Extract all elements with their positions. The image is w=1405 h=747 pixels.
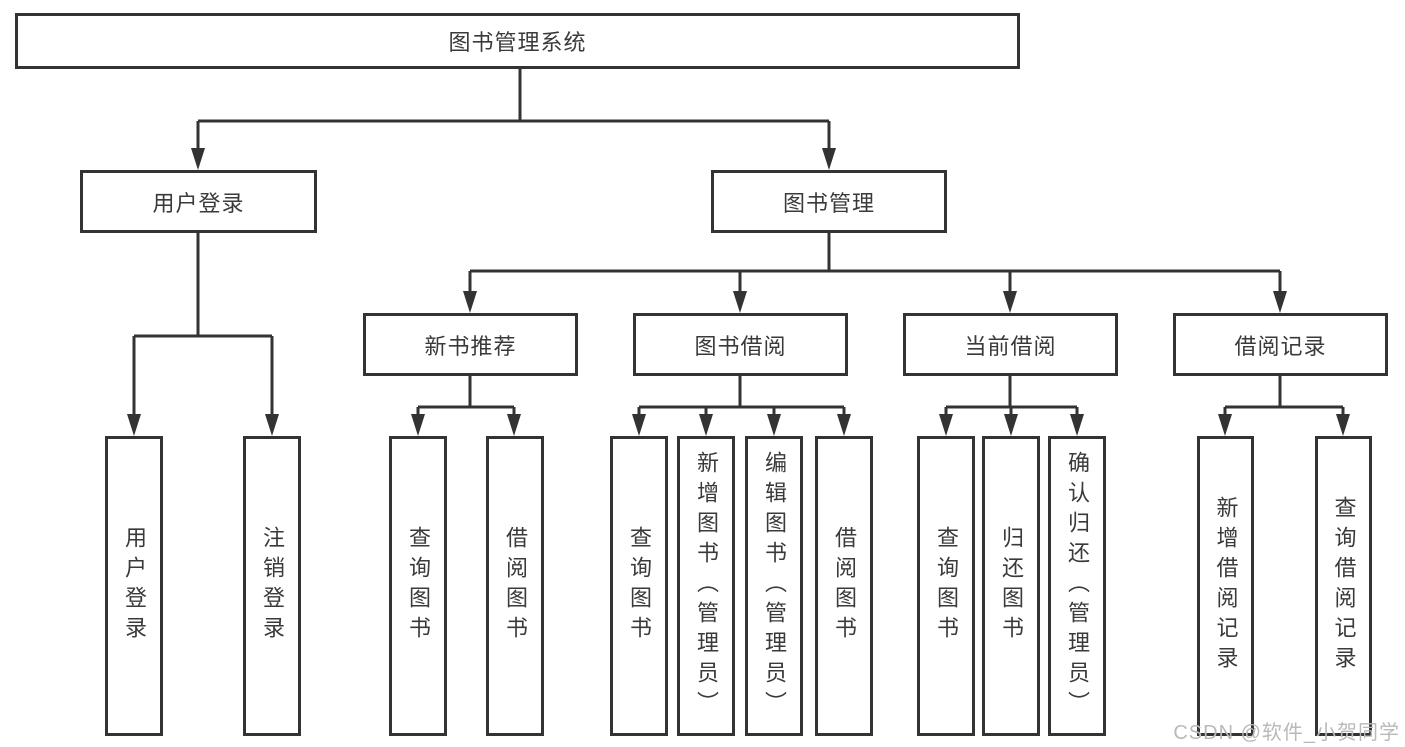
- node-new-book-recommend: 新书推荐: [363, 313, 578, 376]
- connector-book-borrowing: [632, 376, 851, 436]
- connector-new-book-recommend: [411, 376, 521, 436]
- connector-book-management: [463, 233, 1287, 313]
- node-book-management-label: 图书管理: [782, 190, 875, 216]
- connector-borrowing-records: [1218, 376, 1350, 436]
- leaf-add-borrow-record: 新增借阅记录: [1197, 436, 1254, 736]
- leaf-add-books-admin: 新增图书（管理员）: [677, 436, 735, 736]
- node-book-borrowing: 图书借阅: [633, 313, 848, 376]
- leaf-user-login: 用户登录: [105, 436, 163, 736]
- node-user-login-label: 用户登录: [152, 190, 245, 216]
- watermark: CSDN @软件_小贺同学: [1173, 722, 1400, 744]
- connector-user-login: [127, 233, 279, 436]
- node-user-login: 用户登录: [80, 170, 317, 233]
- node-book-management: 图书管理: [711, 170, 947, 233]
- leaf-query-books-recommend: 查询图书: [389, 436, 447, 736]
- leaf-return-books: 归还图书: [982, 436, 1040, 736]
- node-borrowing-records: 借阅记录: [1173, 313, 1388, 376]
- leaf-query-books-borrowing: 查询图书: [610, 436, 668, 736]
- node-root-label: 图书管理系统: [448, 30, 587, 55]
- connector-root: [191, 69, 836, 170]
- leaf-borrow-books-recommend: 借阅图书: [486, 436, 544, 736]
- leaf-logout: 注销登录: [243, 436, 301, 736]
- connector-current-borrowing: [939, 376, 1084, 436]
- node-current-borrowing-label: 当前借阅: [964, 333, 1057, 359]
- node-book-borrowing-label: 图书借阅: [694, 333, 787, 359]
- leaf-edit-books-admin: 编辑图书（管理员）: [745, 436, 803, 736]
- node-borrowing-records-label: 借阅记录: [1234, 333, 1327, 359]
- node-root: 图书管理系统: [15, 13, 1020, 69]
- leaf-confirm-return-admin: 确认归还（管理员）: [1048, 436, 1106, 736]
- leaf-query-books-current: 查询图书: [917, 436, 975, 736]
- node-new-book-recommend-label: 新书推荐: [424, 333, 517, 359]
- leaf-query-borrow-record: 查询借阅记录: [1315, 436, 1372, 736]
- node-current-borrowing: 当前借阅: [903, 313, 1118, 376]
- leaf-borrow-books: 借阅图书: [815, 436, 873, 736]
